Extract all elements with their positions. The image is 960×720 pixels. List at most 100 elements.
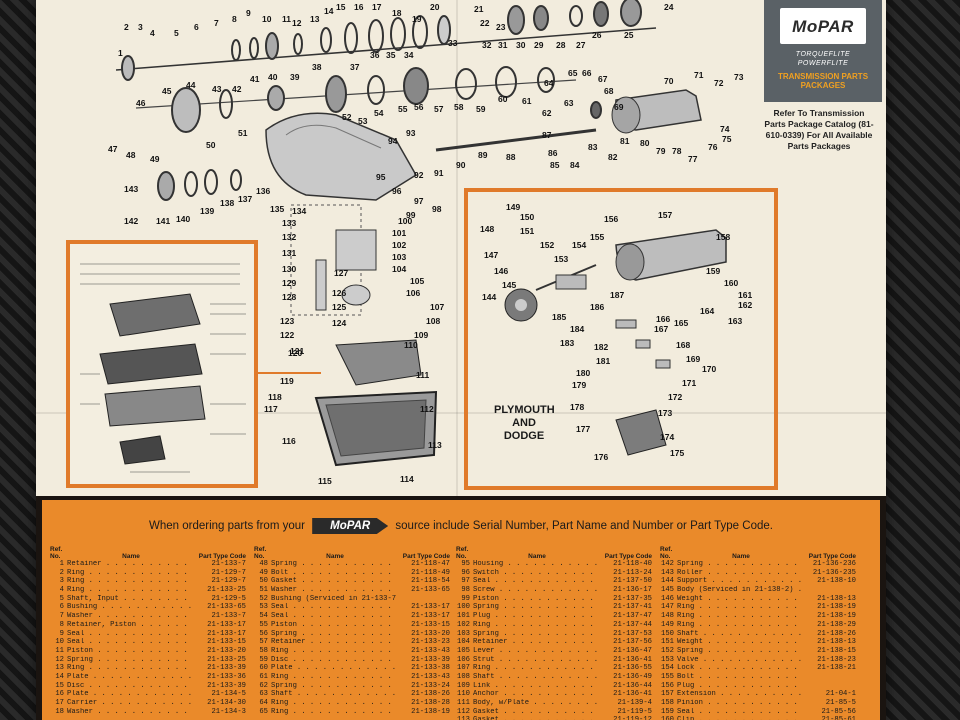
callout-number: 172 bbox=[668, 392, 683, 402]
callout-number: 64 bbox=[544, 78, 554, 88]
part-name: Ring bbox=[67, 664, 192, 673]
callout-number: 52 bbox=[342, 112, 352, 122]
brand-banner: TRANSMISSION PARTS PACKAGES bbox=[777, 72, 869, 90]
ref-number: 148 bbox=[661, 612, 674, 621]
part-name: Plug bbox=[473, 612, 598, 621]
callout-number: 156 bbox=[604, 214, 619, 224]
callout-number: 141 bbox=[156, 216, 171, 226]
part-code: 21-138-21 bbox=[817, 664, 856, 673]
parts-poster: MoPAR TORQUEFLITE POWERFLITE TRANSMISSIO… bbox=[36, 0, 886, 720]
part-code: 21-133-36 bbox=[207, 672, 246, 681]
table-row: 2Ring21-129-7 bbox=[50, 569, 246, 578]
callout-number: 138 bbox=[220, 198, 235, 208]
part-name: Spring bbox=[67, 656, 192, 665]
part-name: Ring bbox=[677, 621, 802, 630]
header-cell: Name bbox=[732, 553, 750, 560]
table-row: 149Ring21-138-29 bbox=[660, 621, 856, 630]
table-row: 6Bushing21-133-65 bbox=[50, 603, 246, 612]
callout-number: 25 bbox=[624, 30, 634, 40]
part-name: Retainer bbox=[271, 638, 396, 647]
part-code: 21-138-29 bbox=[817, 620, 856, 629]
table-row: 146Weight21-138-13 bbox=[660, 595, 856, 604]
callout-number: 136 bbox=[256, 186, 271, 196]
table-row: 13Ring21-133-39 bbox=[50, 664, 246, 673]
ref-number: 55 bbox=[259, 620, 268, 629]
part-name: Seal bbox=[271, 612, 396, 621]
callout-number: 86 bbox=[548, 148, 558, 158]
ref-number: 61 bbox=[259, 672, 268, 681]
ref-number: 106 bbox=[457, 655, 470, 664]
ref-number: 104 bbox=[457, 638, 470, 647]
ref-number: 153 bbox=[661, 655, 674, 664]
table-row: 18Washer21-134-3 bbox=[50, 708, 246, 717]
part-code: 21-133-17 bbox=[207, 629, 246, 638]
part-code: 21-138-19 bbox=[817, 612, 856, 621]
part-name: Ring bbox=[67, 569, 192, 578]
part-name: Ring bbox=[473, 664, 598, 673]
callout-number: 22 bbox=[480, 18, 490, 28]
callout-number: 63 bbox=[564, 98, 574, 108]
callout-number: 1 bbox=[118, 48, 123, 58]
ref-number: 51 bbox=[259, 586, 268, 595]
callout-number: 83 bbox=[588, 142, 598, 152]
ref-number: 102 bbox=[457, 620, 470, 629]
part-code: 21-136-17 bbox=[613, 586, 652, 595]
order-prefix: When ordering parts from your bbox=[149, 520, 305, 532]
ref-number: 5 bbox=[59, 594, 64, 603]
ref-number: 12 bbox=[55, 655, 64, 664]
table-row: 108Shaft21-136-49 bbox=[456, 673, 652, 682]
part-code bbox=[802, 586, 856, 595]
table-row: 142Spring21-136-236 bbox=[660, 560, 856, 569]
part-code: 21-137-53 bbox=[613, 629, 652, 638]
part-code: 21-133-43 bbox=[411, 672, 450, 681]
callout-number: 85 bbox=[550, 160, 560, 170]
table-row: 16Plate21-134-5 bbox=[50, 690, 246, 699]
order-instruction: When ordering parts from your MoPAR sour… bbox=[42, 518, 880, 534]
callout-number: 6 bbox=[194, 22, 199, 32]
table-row: 158Pinion21-85-5 bbox=[660, 699, 856, 708]
ref-number: 100 bbox=[457, 603, 470, 612]
part-code: 21-138-23 bbox=[817, 655, 856, 664]
callout-number: 95 bbox=[376, 172, 386, 182]
ref-number: 150 bbox=[661, 629, 674, 638]
part-name: Ring bbox=[271, 647, 396, 656]
callout-number: 97 bbox=[414, 196, 424, 206]
callout-number: 8 bbox=[232, 14, 237, 24]
callout-number: 118 bbox=[268, 392, 282, 402]
callout-number: 131 bbox=[282, 248, 297, 258]
callout-number: 134 bbox=[292, 206, 307, 216]
ref-number: 109 bbox=[457, 681, 470, 690]
part-code: 21-133-39 bbox=[207, 681, 246, 690]
part-code: 21-119-12 bbox=[598, 716, 652, 720]
part-name: Gasket bbox=[473, 716, 598, 720]
part-name: Gasket bbox=[473, 708, 598, 717]
part-name: Disc bbox=[271, 656, 396, 665]
part-code: 21-136-47 bbox=[613, 646, 652, 655]
table-row: 9Seal21-133-17 bbox=[50, 630, 246, 639]
table-row: 65Ring21-138-19 bbox=[254, 708, 450, 717]
part-name: Plate bbox=[67, 673, 192, 682]
part-name: Plate bbox=[271, 664, 396, 673]
header-cell: Ref. No. bbox=[660, 546, 673, 560]
ref-number: 13 bbox=[55, 664, 64, 673]
callout-number: 56 bbox=[414, 102, 424, 112]
callout-number: 164 bbox=[700, 306, 715, 316]
part-code: 21-85-5 bbox=[825, 699, 856, 707]
part-name: Weight bbox=[677, 638, 802, 647]
part-code: 21-136-55 bbox=[613, 664, 652, 673]
callout-number: 45 bbox=[162, 86, 172, 96]
part-name: Retainer bbox=[67, 560, 192, 569]
callout-number: 37 bbox=[350, 62, 360, 72]
mopar-logo: MoPAR bbox=[780, 8, 866, 44]
ref-number: 49 bbox=[259, 568, 268, 577]
part-code: 21-137-47 bbox=[613, 612, 652, 621]
ref-number: 159 bbox=[661, 707, 674, 716]
table-row: 148Ring21-138-19 bbox=[660, 612, 856, 621]
part-name: Washer bbox=[67, 612, 192, 621]
callout-number: 73 bbox=[734, 72, 744, 82]
callout-number: 15 bbox=[336, 2, 346, 12]
part-name: Spring bbox=[271, 560, 396, 569]
part-code: 21-138-10 bbox=[817, 577, 856, 586]
callout-number: 140 bbox=[176, 214, 191, 224]
